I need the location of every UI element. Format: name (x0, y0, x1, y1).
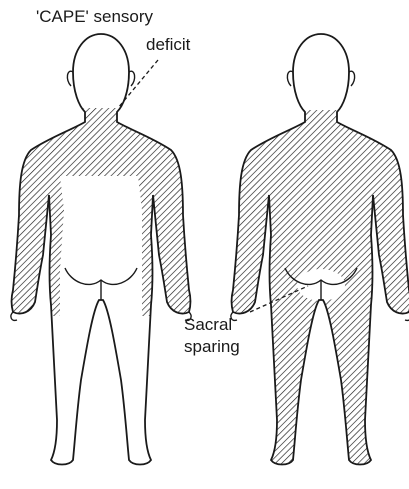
figure-sacral-sparing (220, 34, 409, 480)
cape-label-line2: deficit (146, 35, 191, 54)
full-hatched-region (220, 110, 409, 480)
sacral-label-line2: sparing (184, 337, 240, 356)
sacral-label-line1: Sacral (184, 315, 232, 334)
figure-cape-distribution (0, 34, 220, 465)
cape-label-line1: 'CAPE' sensory (36, 7, 154, 26)
